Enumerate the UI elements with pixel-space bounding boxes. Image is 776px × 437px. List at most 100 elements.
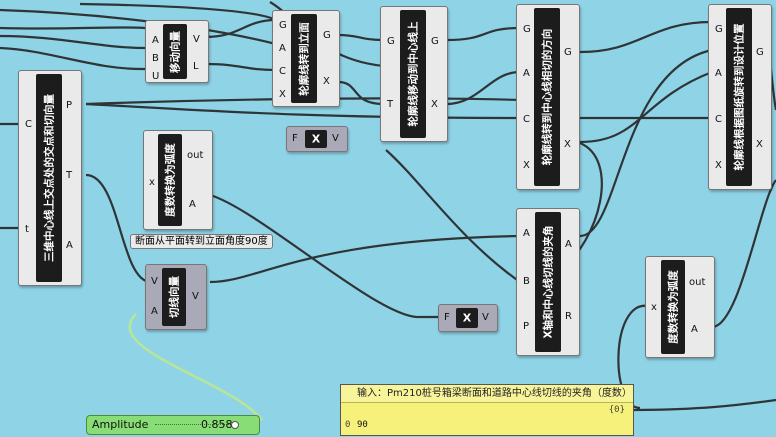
input-g[interactable]: G (715, 24, 723, 35)
input-c[interactable]: C (715, 114, 722, 125)
input-c[interactable]: C (25, 119, 32, 130)
input-a[interactable]: A (152, 35, 159, 46)
input-t[interactable]: T (387, 99, 394, 110)
deg-to-rad-component-2[interactable]: x 度数转换为弧度 out A (645, 256, 715, 358)
component-body: X轴和中心线切线的夹角 (535, 212, 561, 352)
wire (205, 62, 277, 72)
slider-name: Amplitude (92, 418, 149, 431)
amplitude-slider[interactable]: Amplitude 0.858 (86, 415, 260, 435)
wire-selected (128, 313, 264, 421)
output-v[interactable]: V (332, 133, 339, 144)
input-b[interactable]: B (523, 276, 530, 287)
output-t[interactable]: T (66, 170, 73, 181)
output-l[interactable]: L (193, 61, 199, 72)
output-p[interactable]: P (66, 100, 73, 111)
input-t[interactable]: t (25, 224, 29, 235)
input-g[interactable]: G (387, 36, 395, 47)
input-f[interactable]: F (292, 133, 298, 144)
wire (205, 18, 277, 39)
input-g[interactable]: G (279, 20, 287, 31)
slider-value: 0.858 (201, 418, 233, 431)
panel-branch-index: {0} (608, 405, 625, 415)
panel-body[interactable]: {0} 0 90 (341, 403, 633, 435)
component-body: 轮廓线转到中心线相切的方向 (534, 8, 560, 186)
input-x[interactable]: X (523, 160, 530, 171)
x-axis-angle-component[interactable]: A B P X轴和中心线切线的夹角 A R (516, 208, 580, 356)
scribble-note: 断面从平面转到立面角度90度 (130, 234, 273, 249)
component-label: 轮廓线转到中心线相切的方向 (541, 28, 554, 166)
component-label: X (311, 132, 321, 146)
output-g[interactable]: G (431, 36, 439, 47)
input-a[interactable]: A (523, 68, 530, 79)
wire (0, 26, 146, 30)
output-a[interactable]: A (189, 199, 196, 210)
component-label: 度数转换为弧度 (164, 143, 177, 217)
wire (85, 173, 151, 284)
input-a[interactable]: A (715, 68, 722, 79)
input-v[interactable]: V (151, 276, 158, 287)
wire (79, 2, 277, 21)
slider-track[interactable] (155, 424, 237, 426)
component-label: X (462, 311, 472, 325)
fx-component-1[interactable]: F X V (286, 126, 348, 152)
component-label: 轮廓线转到立面 (298, 21, 311, 96)
wire (445, 26, 521, 42)
fx-component-2[interactable]: F X V (438, 304, 498, 332)
output-v[interactable]: V (192, 291, 199, 302)
tangent-vector-component[interactable]: V A 切线向量 V (145, 264, 207, 330)
component-body: 移动向量 (163, 24, 187, 79)
output-r[interactable]: R (565, 311, 572, 322)
wire (0, 46, 146, 71)
component-body: X (456, 308, 478, 328)
component-body: 度数转换为弧度 (158, 134, 182, 226)
contour-tangent-component[interactable]: G A C X 轮廓线转到中心线相切的方向 G X (516, 4, 580, 190)
component-label: 轮廓线移动到中心线上 (407, 21, 420, 127)
output-v[interactable]: V (193, 34, 200, 45)
output-out[interactable]: out (689, 277, 706, 288)
input-g[interactable]: G (523, 24, 531, 35)
input-b[interactable]: B (152, 53, 159, 64)
output-a[interactable]: A (565, 239, 572, 250)
output-out[interactable]: out (187, 150, 204, 161)
wire (579, 48, 713, 238)
move-vector-component[interactable]: A B U 移动向量 V L (145, 20, 209, 83)
input-x[interactable]: X (279, 89, 286, 100)
wire (711, 179, 776, 329)
wire (209, 234, 521, 284)
input-a[interactable]: A (523, 228, 530, 239)
output-x[interactable]: X (756, 139, 763, 150)
input-f[interactable]: F (444, 312, 450, 323)
output-a[interactable]: A (66, 240, 73, 251)
input-x[interactable]: x (149, 177, 155, 188)
component-label: 度数转换为弧度 (667, 270, 680, 344)
input-c[interactable]: C (523, 114, 530, 125)
slider-grip[interactable] (231, 421, 239, 429)
output-x[interactable]: X (323, 76, 330, 87)
deg-to-rad-component-1[interactable]: x 度数转换为弧度 out A (143, 130, 213, 230)
contour-vertical-component[interactable]: G A C X 轮廓线转到立面 G X (272, 10, 340, 107)
input-x[interactable]: x (651, 302, 657, 313)
component-body: 轮廓线根据图纸旋转到设计位置 (726, 8, 752, 186)
input-a[interactable]: A (279, 43, 286, 54)
input-a[interactable]: A (151, 306, 158, 317)
output-v[interactable]: V (482, 312, 489, 323)
centerline-intersection-component[interactable]: C t 三维中心线上交点处的交点和切向量 P T A (18, 70, 82, 286)
input-u[interactable]: U (152, 71, 160, 82)
input-c[interactable]: C (279, 66, 286, 77)
output-a[interactable]: A (691, 324, 698, 335)
angle-input-panel[interactable]: 输入：Pm210桩号箱梁断面和道路中心线切线的夹角（度数） {0} 0 90 (340, 384, 634, 436)
output-g[interactable]: G (564, 47, 572, 58)
wire (209, 193, 440, 319)
wire (629, 398, 776, 412)
move-to-centerline-component[interactable]: G T 轮廓线移动到中心线上 G X (380, 6, 448, 142)
component-label: 移动向量 (169, 30, 182, 73)
output-x[interactable]: X (564, 139, 571, 150)
component-body: 三维中心线上交点处的交点和切向量 (36, 74, 62, 282)
input-x[interactable]: X (715, 160, 722, 171)
contour-design-component[interactable]: G A C X 轮廓线根据图纸旋转到设计位置 G X (708, 4, 772, 190)
input-p[interactable]: P (523, 321, 530, 332)
output-x[interactable]: X (431, 99, 438, 110)
output-g[interactable]: G (756, 47, 764, 58)
output-g[interactable]: G (323, 30, 331, 41)
